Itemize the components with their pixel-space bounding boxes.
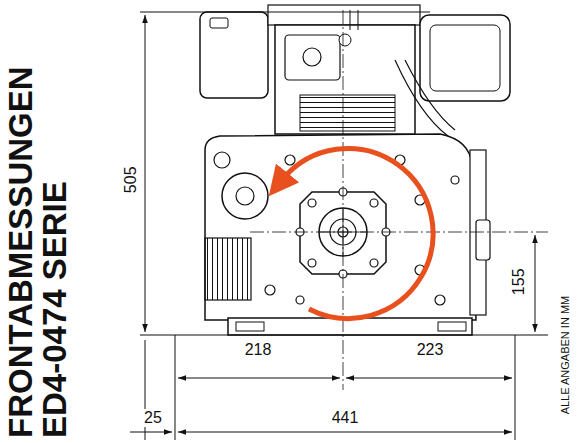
engine-body	[222, 173, 268, 219]
dimension-lines	[515, 335, 516, 440]
center-lines	[250, 10, 548, 390]
dimension-value: 25	[142, 409, 164, 427]
dimension-lines	[145, 15, 146, 332]
dimension-lines	[178, 378, 340, 379]
engine-body	[236, 187, 254, 205]
bolt-holes	[265, 285, 275, 295]
dimension-lines	[140, 335, 548, 336]
engine-body	[339, 34, 351, 46]
engine-body	[438, 322, 466, 331]
center-lines	[343, 10, 344, 390]
dimension-value: 223	[415, 341, 446, 359]
dimension-lines	[175, 335, 176, 440]
dimension-lines	[140, 12, 430, 13]
engine-body	[200, 12, 268, 98]
dimension-lines	[346, 378, 512, 379]
dimension-lines	[535, 235, 536, 332]
bolt-holes	[285, 155, 295, 165]
units-note: ALLE ANGABEN IN MM	[559, 294, 571, 417]
bolt-holes	[435, 295, 445, 305]
engine-body	[285, 35, 340, 80]
engine-body	[300, 95, 395, 131]
bolt-holes	[370, 259, 378, 267]
engine-body	[350, 10, 358, 30]
dimension-lines	[130, 432, 172, 433]
engine-body	[200, 5, 510, 335]
engine-body	[205, 238, 251, 300]
center-lines	[250, 232, 548, 233]
dimension-lines	[130, 12, 548, 440]
engine-body	[205, 134, 476, 320]
engine-body	[303, 48, 321, 66]
engine-body	[268, 5, 420, 25]
bolt-holes	[265, 155, 459, 305]
dimension-lines	[178, 432, 512, 433]
dimension-value: 155	[509, 267, 527, 298]
engine-body	[275, 25, 415, 134]
dimension-value: 441	[330, 409, 361, 427]
engine-body	[420, 15, 510, 101]
dimension-value: 218	[243, 341, 274, 359]
rotation-arrow	[282, 149, 433, 319]
engine-body	[236, 322, 264, 331]
engine-body	[214, 152, 230, 168]
bolt-holes	[308, 199, 316, 207]
bolt-holes	[296, 296, 304, 304]
engine-body	[210, 18, 228, 28]
engine-body	[476, 220, 490, 260]
title: FRONTABMESSUNGEN ED4-0474 SERIE	[4, 6, 71, 438]
engine-body	[395, 60, 448, 136]
dimension-value: 505	[121, 165, 139, 196]
bolt-holes	[308, 259, 316, 267]
engine-body	[430, 25, 500, 91]
bolt-holes	[451, 176, 459, 184]
bolt-holes	[370, 199, 378, 207]
